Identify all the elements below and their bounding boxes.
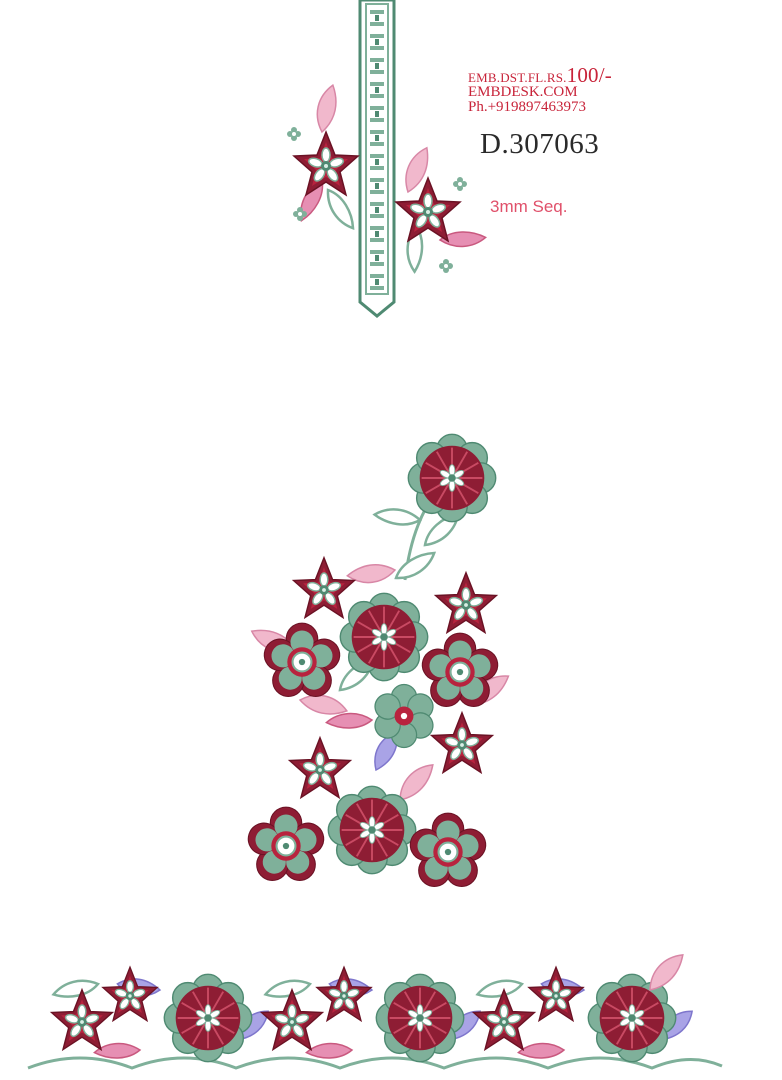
price-line: EMB.DST.FL.RS.100/- xyxy=(468,65,612,86)
design-info: EMB.DST.FL.RS.100/- EMBDESK.COM Ph.+9198… xyxy=(468,65,612,115)
design-code: D.307063 xyxy=(480,128,600,160)
price-prefix: EMB.DST.FL.RS. xyxy=(468,70,567,85)
price-amount: 100/- xyxy=(566,63,612,87)
neck-flower-left xyxy=(287,82,359,233)
scalloped-border xyxy=(27,951,723,1070)
neck-flower-right xyxy=(393,144,487,274)
website-text: EMBDESK.COM xyxy=(468,84,578,100)
bouquet-motif xyxy=(243,433,515,894)
star-flower-icon xyxy=(293,131,359,196)
phone-text: Ph.+919897463973 xyxy=(468,99,587,115)
sequin-note: 3mm Seq. xyxy=(490,197,568,216)
placket-panel xyxy=(358,0,396,318)
star-flower-icon xyxy=(395,177,461,242)
